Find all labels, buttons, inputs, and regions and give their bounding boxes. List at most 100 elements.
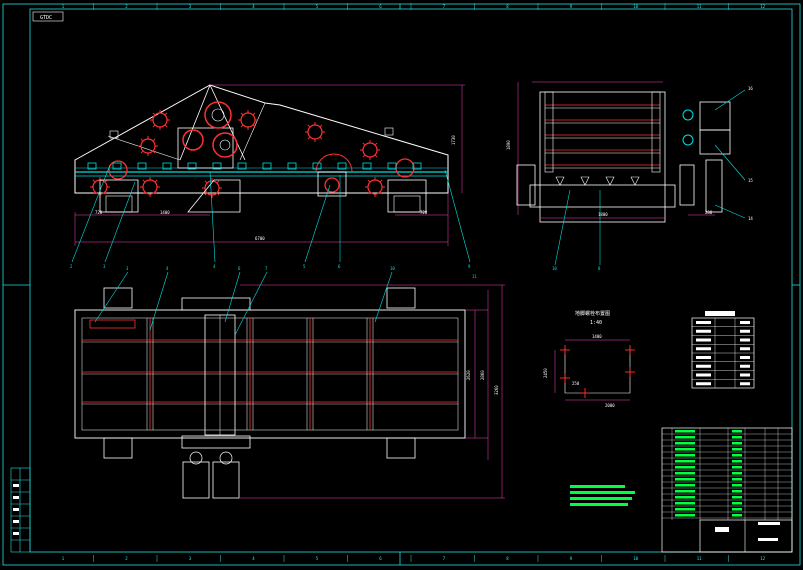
foundation-scale: 1:40	[590, 320, 602, 326]
deck-clamp	[87, 162, 97, 170]
plan-frame-outer	[74, 309, 466, 439]
side-callouts: 10 8 16 15 14	[552, 86, 753, 271]
vibrator-wheel-top	[204, 101, 232, 129]
callout-number: 11	[472, 274, 477, 279]
plan-grid	[82, 318, 458, 430]
callout-number: 8	[598, 266, 601, 271]
callout-number: 14	[748, 216, 753, 221]
bolt-circle	[238, 110, 258, 130]
callout-number: 4	[213, 264, 216, 269]
deck-clamp	[137, 162, 147, 170]
tech-parameters-table	[691, 311, 755, 389]
grid-label: 2	[125, 556, 128, 561]
drawing-code-box: GTDC	[32, 11, 64, 22]
bolt-circle	[150, 110, 170, 130]
callout-number: 9	[468, 264, 471, 269]
grid-label: 11	[697, 556, 702, 561]
foundation-detail: 地脚螺栓布置图 1:40 1400 2450 250 2000	[543, 310, 635, 408]
grid-label: 12	[760, 556, 765, 561]
foundation-dim-mid: 250	[572, 381, 580, 386]
front-leaders	[71, 164, 471, 263]
callout-number: 3	[103, 264, 106, 269]
side-motor-upper	[699, 101, 731, 131]
deck-clamp	[187, 162, 197, 170]
revision-stack-marks	[13, 484, 19, 535]
dim-left-b: 1400	[160, 210, 170, 215]
plan-motor-left	[182, 461, 210, 499]
bolt-circle	[202, 178, 222, 198]
grid-label: 10	[633, 4, 638, 9]
vibrator-wheel-left	[182, 129, 204, 151]
grid-label: 8	[506, 4, 509, 9]
plan-motor-right	[212, 461, 240, 499]
deck-clamp	[362, 162, 372, 170]
grid-label: 6	[379, 556, 382, 561]
callout-number: 3	[126, 266, 129, 271]
screen-side-plate	[74, 84, 449, 194]
plan-dim-mid: 2860	[480, 370, 485, 380]
callout-number: 6	[338, 264, 341, 269]
side-dim-height: 1890	[506, 140, 511, 150]
callout-number: 16	[748, 86, 753, 91]
grid-label: 6	[379, 4, 382, 9]
grid-label: 5	[316, 556, 319, 561]
bolt-circle	[305, 122, 325, 142]
deck-clamp	[312, 162, 322, 170]
grid-label: 10	[633, 556, 638, 561]
foundation-dim-bottom: 2000	[605, 403, 615, 408]
callout-number: 5	[303, 264, 306, 269]
deck-clamp	[412, 162, 422, 170]
grid-label: 7	[443, 556, 446, 561]
side-view: 1890 1800 280 10 8 16 15 14	[506, 81, 753, 271]
front-bolt-pattern	[90, 110, 385, 198]
plan-dim-outer: 3260	[494, 385, 499, 395]
grid-label: 9	[570, 556, 573, 561]
grid-label: 7	[443, 4, 446, 9]
callout-number: 4	[166, 266, 169, 271]
bolt-circle	[140, 177, 160, 197]
title-block	[661, 427, 793, 553]
grid-label: 5	[316, 4, 319, 9]
grid-label: 3	[189, 556, 192, 561]
bolt-circle	[365, 177, 385, 197]
grid-label: 11	[697, 4, 702, 9]
foundation-dim-left: 2450	[543, 368, 548, 378]
bolt-circle	[360, 140, 380, 160]
grid-label: 9	[570, 4, 573, 9]
grid-label: 4	[252, 556, 255, 561]
deck-clamps	[87, 162, 422, 170]
drawing-code: GTDC	[40, 15, 52, 21]
grid-label: 2	[125, 4, 128, 9]
grid-label: 4	[252, 4, 255, 9]
deck-clamp	[387, 162, 397, 170]
deck-clamp	[212, 162, 222, 170]
deck-clamp	[337, 162, 347, 170]
foundation-title: 地脚螺栓布置图	[575, 310, 610, 317]
bolt-circle	[138, 136, 158, 156]
dim-total: 6700	[255, 236, 265, 241]
side-dim-right: 280	[705, 210, 713, 215]
vibrator-housing	[177, 127, 234, 169]
technical-notes	[570, 485, 635, 506]
foundation-dim-top: 1400	[592, 334, 602, 339]
grid-label: 12	[760, 4, 765, 9]
side-rails	[544, 91, 661, 186]
callout-number: 10	[390, 266, 395, 271]
vibrator-wheel-right	[212, 132, 238, 158]
callout-number: 10	[552, 266, 557, 271]
revision-stack	[10, 467, 31, 553]
side-outline	[539, 91, 666, 223]
deck-clamp	[262, 162, 272, 170]
grid-label: 3	[189, 4, 192, 9]
callout-number: 15	[748, 178, 753, 183]
grid-label: 1	[62, 556, 65, 561]
side-dim-bottom: 1800	[598, 212, 608, 217]
plan-dim-inner: 2620	[466, 370, 471, 380]
deck-clamp	[237, 162, 247, 170]
callout-number: 2	[70, 264, 73, 269]
dim-right-a: 720	[420, 210, 428, 215]
